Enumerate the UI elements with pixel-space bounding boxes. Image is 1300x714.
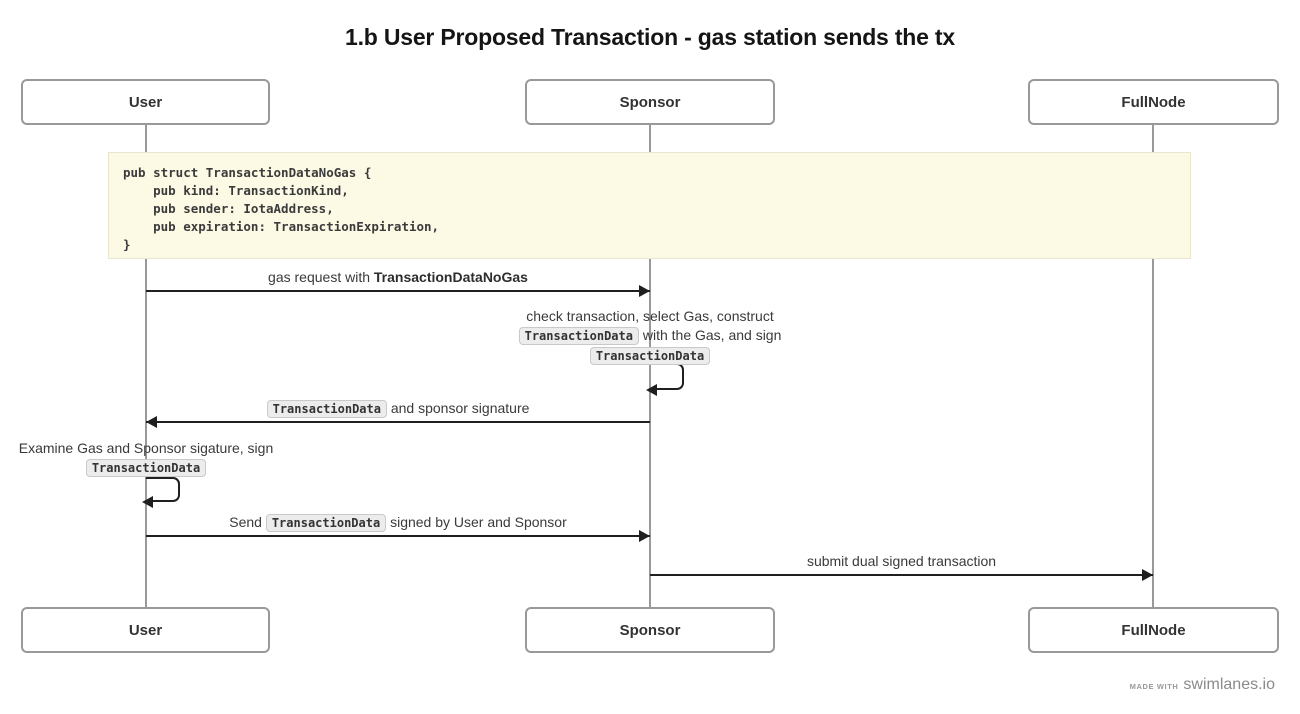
arrowhead-left-icon [142,495,153,508]
message-sponsor-reply-label: TransactionData and sponsor signature [146,399,650,418]
sponsor-self-line2-text: with the Gas, and sign [638,327,782,343]
transactiondata-chip: TransactionData [85,459,207,477]
code-note-line: pub kind: TransactionKind, [123,183,349,198]
message-submit-text: submit dual signed transaction [806,553,997,569]
arrowhead-right-icon [639,530,650,542]
sponsor-self-line1-text: check transaction, select Gas, construct [526,308,774,324]
actor-fullnode-bottom: FullNode [1028,607,1279,653]
swimlanes-brand[interactable]: swimlanes.io [1183,676,1275,693]
actor-fullnode-bottom-label: FullNode [1121,621,1186,639]
swimlanes-credit[interactable]: MADE WITH swimlanes.io [1130,676,1275,694]
sponsor-self-loop-arrow [646,363,684,396]
message-gas-request-bold: TransactionDataNoGas [373,269,528,285]
message-sponsor-reply-suffix: and sponsor signature [386,400,530,416]
code-note-line: pub struct TransactionDataNoGas { [123,165,372,180]
actor-user-top: User [21,79,270,125]
message-send-signed-suffix: signed by User and Sponsor [386,514,567,530]
user-self-line1: Examine Gas and Sponsor sigature, sign [0,439,292,457]
transactiondata-chip: TransactionData [265,514,387,532]
message-submit-label: submit dual signed transaction [650,552,1153,570]
actor-sponsor-bottom-label: Sponsor [619,621,681,639]
arrowhead-right-icon [1142,569,1153,581]
actor-fullnode-top-label: FullNode [1121,93,1186,111]
sponsor-self-line1: check transaction, select Gas, construct [450,307,850,325]
code-note-line: pub expiration: TransactionExpiration, [123,219,440,234]
actor-sponsor-bottom: Sponsor [525,607,775,653]
message-user-self-label: Examine Gas and Sponsor sigature, sign T… [0,439,292,477]
message-gas-request-line [146,290,650,292]
message-send-signed-line [146,535,650,537]
arrowhead-right-icon [639,285,650,297]
message-sponsor-reply-line [146,421,650,423]
sponsor-self-line2: TransactionData with the Gas, and sign [450,326,850,345]
code-note-line: pub sender: IotaAddress, [123,201,334,216]
lifeline-user [145,125,147,608]
lifeline-fullnode [1152,125,1154,608]
arrowhead-left-icon [146,416,157,428]
actor-user-bottom-label: User [128,621,163,639]
actor-sponsor-top-label: Sponsor [619,93,681,111]
sponsor-self-line3: TransactionData [450,346,850,365]
actor-fullnode-top: FullNode [1028,79,1279,125]
actor-user-bottom: User [21,607,270,653]
actor-sponsor-top: Sponsor [525,79,775,125]
actor-user-top-label: User [128,93,163,111]
transactiondata-chip: TransactionData [518,327,639,345]
arrowhead-left-icon [646,383,657,396]
message-submit-line [650,574,1153,576]
message-gas-request-prefix: gas request with [268,269,374,285]
code-note: pub struct TransactionDataNoGas { pub ki… [108,152,1191,259]
message-sponsor-self-label: check transaction, select Gas, construct… [450,307,850,365]
transactiondata-chip: TransactionData [589,347,711,365]
code-note-line: } [123,237,131,252]
user-self-loop-arrow [142,477,180,508]
transactiondata-chip: TransactionData [266,400,387,418]
message-send-signed-prefix: Send [229,514,266,530]
message-send-signed-label: Send TransactionData signed by User and … [146,513,650,532]
diagram-title: 1.b User Proposed Transaction - gas stat… [345,24,955,50]
made-with-label: MADE WITH [1129,682,1179,691]
user-self-line1-text: Examine Gas and Sponsor sigature, sign [18,440,274,456]
message-gas-request-label: gas request with TransactionDataNoGas [146,268,650,286]
user-self-line2: TransactionData [0,458,292,477]
